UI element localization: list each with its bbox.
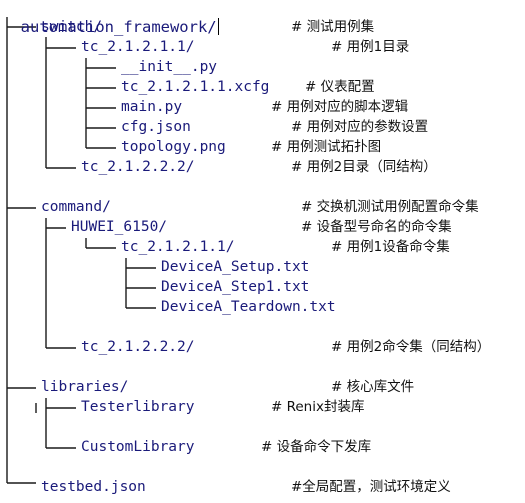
file-xcfg[interactable]: tc_2.1.2.1.1.xcfg bbox=[121, 79, 270, 95]
file-init[interactable]: __init__.py bbox=[121, 59, 218, 75]
comment-testerlibrary: # Renix封装库 bbox=[271, 399, 365, 415]
comment-libraries: # 核心库文件 bbox=[331, 379, 415, 395]
comment-customlibrary: # 设备命令下发库 bbox=[261, 439, 372, 455]
folder-command-tc2[interactable]: tc_2.1.2.2.2/ bbox=[81, 339, 195, 355]
comment-xcfg: # 仪表配置 bbox=[305, 79, 375, 95]
file-device-setup[interactable]: DeviceA_Setup.txt bbox=[161, 259, 310, 275]
folder-huawei[interactable]: HUWEI_6150/ bbox=[71, 219, 168, 235]
file-topology[interactable]: topology.png bbox=[121, 139, 226, 155]
comment-topology: # 用例测试拓扑图 bbox=[271, 139, 382, 155]
comment-cfg: # 用例对应的参数设置 bbox=[291, 119, 429, 135]
folder-switch[interactable]: switch/ bbox=[41, 19, 103, 35]
file-main[interactable]: main.py bbox=[121, 99, 183, 115]
folder-libraries[interactable]: libraries/ bbox=[41, 379, 129, 395]
root-folder-name: automation_framework/ bbox=[20, 18, 217, 36]
lib-testerlibrary[interactable]: Testerlibrary bbox=[81, 399, 195, 415]
lib-customlibrary[interactable]: CustomLibrary bbox=[81, 439, 195, 455]
root-folder[interactable]: automation_framework/ bbox=[2, 0, 219, 36]
file-device-teardown[interactable]: DeviceA_Teardown.txt bbox=[161, 299, 336, 315]
comment-switch: # 测试用例集 bbox=[291, 19, 375, 35]
file-testbed[interactable]: testbed.json bbox=[41, 479, 146, 495]
comment-tc2: # 用例2目录（同结构） bbox=[291, 159, 437, 175]
comment-tc1: # 用例1目录 bbox=[331, 39, 410, 55]
folder-command[interactable]: command/ bbox=[41, 199, 111, 215]
comment-testbed: #全局配置，测试环境定义 bbox=[291, 479, 451, 495]
folder-tc2[interactable]: tc_2.1.2.2.2/ bbox=[81, 159, 195, 175]
comment-command-tc2: # 用例2命令集（同结构） bbox=[331, 339, 491, 355]
folder-tc1[interactable]: tc_2.1.2.1.1/ bbox=[81, 39, 195, 55]
text-caret bbox=[217, 18, 219, 35]
comment-main: # 用例对应的脚本逻辑 bbox=[271, 99, 409, 115]
comment-command-tc1: # 用例1设备命令集 bbox=[331, 239, 450, 255]
comment-command: # 交换机测试用例配置命令集 bbox=[301, 199, 479, 215]
file-device-step1[interactable]: DeviceA_Step1.txt bbox=[161, 279, 310, 295]
folder-command-tc1[interactable]: tc_2.1.2.1.1/ bbox=[121, 239, 235, 255]
comment-huawei: # 设备型号命名的命令集 bbox=[301, 219, 452, 235]
file-cfg[interactable]: cfg.json bbox=[121, 119, 191, 135]
